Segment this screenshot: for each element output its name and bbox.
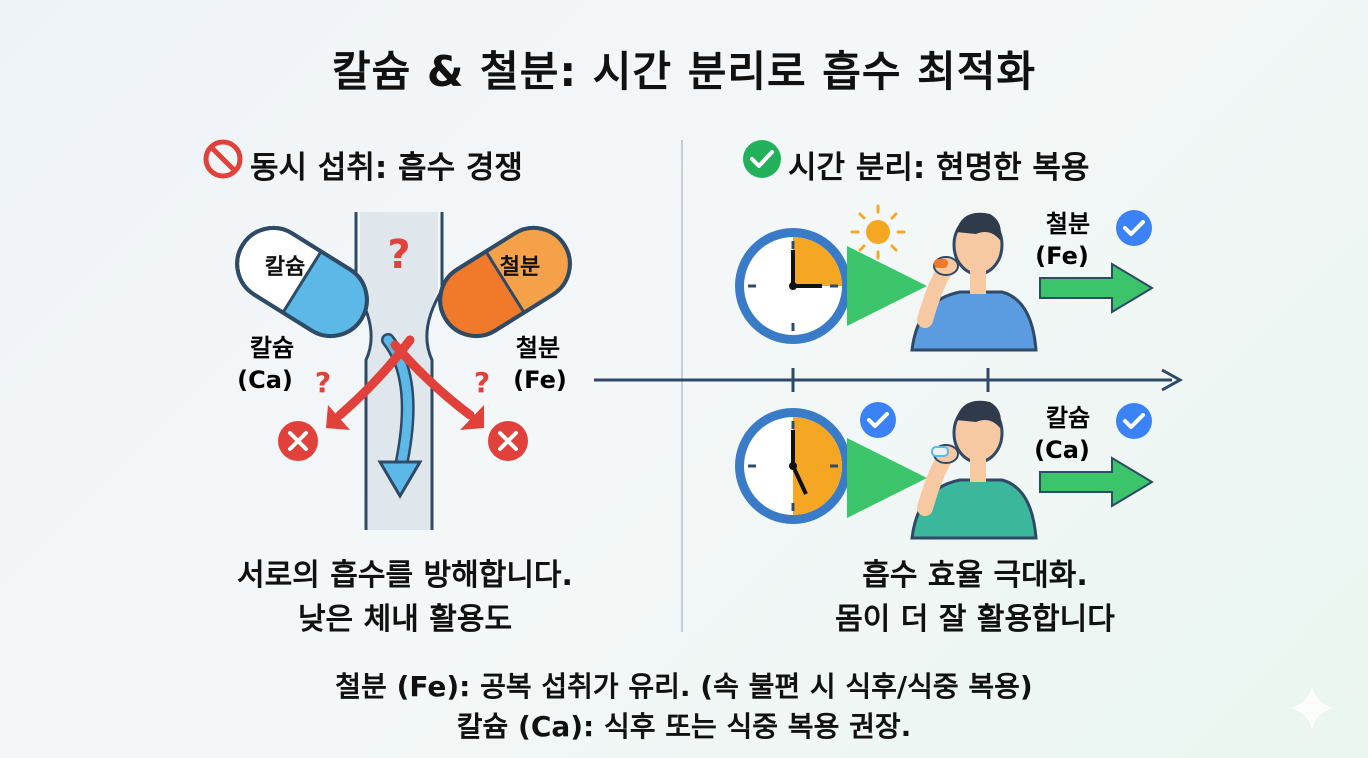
check-icon-top [1116, 210, 1152, 246]
clock-icon-evening [735, 408, 851, 524]
question-mark-top: ? [387, 232, 410, 278]
check-icon-clock [860, 402, 896, 438]
clock-icon-morning [735, 228, 851, 344]
prohibited-icon [203, 139, 243, 179]
page-title: 칼슘 & 철분: 시간 분리로 흡수 최적화 [331, 47, 1037, 96]
right-caption: 흡수 효율 극대화. 몸이 더 잘 활용합니다 [740, 554, 1210, 642]
iron-label-line2: (Fe) [513, 366, 567, 394]
question-mark-right: ? [474, 366, 490, 399]
top-row-label-line1: 철분 [1046, 210, 1090, 238]
left-caption: 서로의 흡수를 방해합니다. 낮은 체내 활용도 [170, 554, 640, 642]
bottom-row-label-line1: 칼슘 [1046, 404, 1090, 432]
left-caption-line2: 낮은 체내 활용도 [297, 602, 513, 637]
top-row-label-line2: (Fe) [1035, 242, 1089, 270]
iron-label-line1: 철분 [516, 334, 560, 362]
sparkle-icon [1290, 686, 1334, 730]
question-mark-left: ? [315, 366, 331, 399]
iron-pill [438, 225, 572, 339]
pill-calcium-label: 칼슘 [265, 255, 305, 280]
right-caption-line1: 흡수 효율 극대화. [862, 558, 1088, 593]
flow-arrowhead-blue [377, 460, 423, 499]
calcium-label-line2: (Ca) [237, 366, 293, 394]
left-panel-heading: 동시 섭취: 흡수 경쟁 [250, 150, 523, 186]
check-circle-icon [743, 140, 781, 178]
blocked-arrow-right [390, 340, 475, 420]
person-taking-iron [910, 212, 1038, 352]
left-caption-line1: 서로의 흡수를 방해합니다. [237, 558, 573, 593]
blocked-x-icon-left [278, 421, 318, 461]
sun-icon [850, 204, 906, 260]
calcium-pill [235, 225, 369, 339]
footer-line-1: 철분 (Fe): 공복 섭취가 유리. (속 불편 시 식후/식중 복용) [335, 670, 1033, 703]
footer-line-2: 칼슘 (Ca): 식후 또는 식중 복용 권장. [456, 710, 912, 743]
bottom-row-label-line2: (Ca) [1034, 436, 1090, 464]
blocked-x-icon-right [488, 421, 528, 461]
pill-iron-label: 철분 [500, 255, 540, 280]
absorb-arrow-bottom [1039, 456, 1154, 508]
right-panel-heading: 시간 분리: 현명한 복용 [788, 150, 1090, 186]
check-icon-bottom [1116, 403, 1152, 439]
calcium-label-line1: 칼슘 [250, 334, 294, 362]
absorb-arrow-top [1039, 262, 1154, 314]
right-caption-line2: 몸이 더 잘 활용합니다 [835, 602, 1115, 637]
person-taking-calcium [910, 400, 1038, 540]
